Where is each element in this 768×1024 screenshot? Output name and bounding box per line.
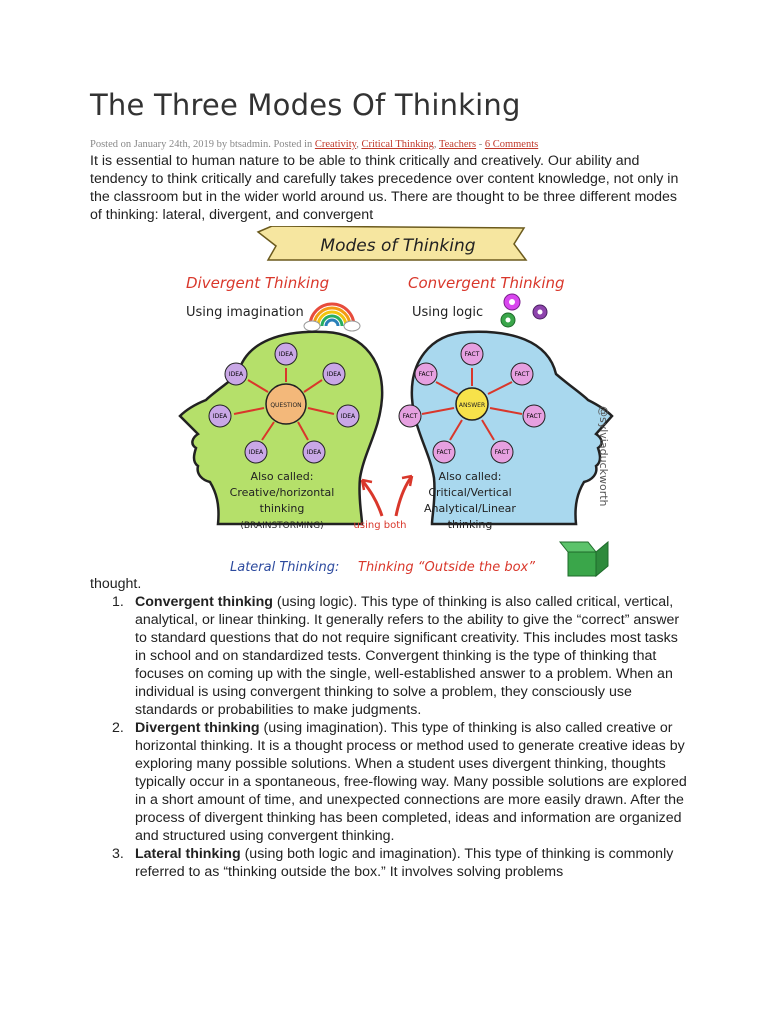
banner-title: Modes of Thinking: [320, 236, 475, 256]
svg-text:FACT: FACT: [403, 413, 418, 420]
illustration-credit: @sylviaduckworth: [597, 406, 610, 507]
svg-text:IDEA: IDEA: [279, 351, 294, 358]
svg-text:IDEA: IDEA: [229, 371, 244, 378]
modes-of-thinking-illustration: Modes of Thinking Divergent Thinking Usi…: [178, 226, 614, 578]
category-link-critical-thinking[interactable]: Critical Thinking: [361, 139, 434, 150]
divergent-subtitle: Using imagination: [186, 305, 304, 320]
list-item-text: (using imagination). This type of thinki…: [135, 720, 687, 844]
svg-text:Also called:: Also called:: [439, 470, 502, 483]
svg-text:IDEA: IDEA: [327, 371, 342, 378]
divergent-title: Divergent Thinking: [186, 274, 329, 292]
list-item: 2. Divergent thinking (using imagination…: [112, 720, 687, 844]
svg-text:FACT: FACT: [465, 351, 480, 358]
intro-trailing: thought.: [90, 576, 142, 592]
idea-bubbles: QUESTION IDEA IDEA IDEA IDEA IDEA IDEA I…: [208, 342, 360, 464]
svg-text:FACT: FACT: [419, 371, 434, 378]
category-link-creativity[interactable]: Creativity: [314, 139, 357, 150]
svg-text:IDEA: IDEA: [249, 449, 264, 456]
meta-separator: -: [478, 139, 483, 150]
svg-text:Creative/horizontal: Creative/horizontal: [230, 486, 335, 499]
fact-bubbles: ANSWER FACT FACT FACT FACT FACT FACT FAC…: [398, 342, 546, 464]
svg-text:thinking: thinking: [260, 502, 305, 515]
svg-text:IDEA: IDEA: [307, 449, 322, 456]
category-link-teachers[interactable]: Teachers: [438, 139, 477, 150]
svg-text:FACT: FACT: [515, 371, 530, 378]
using-both-label: using both: [354, 520, 407, 531]
lateral-label: Lateral Thinking:: [230, 560, 339, 575]
lateral-description: Thinking “Outside the box”: [358, 560, 535, 575]
answer-bubble-label: ANSWER: [459, 402, 485, 409]
question-bubble-label: QUESTION: [270, 402, 301, 409]
post-meta: Posted on January 24th, 2019 by btsadmin…: [90, 139, 539, 150]
svg-text:thinking: thinking: [448, 518, 493, 531]
svg-text:(BRAINSTORMING): (BRAINSTORMING): [240, 521, 323, 531]
convergent-subtitle: Using logic: [412, 305, 483, 320]
article-title: The Three Modes Of Thinking: [90, 88, 521, 122]
modes-list: 1. Convergent thinking (using logic). Th…: [90, 593, 690, 881]
list-item-text: (using both logic and imagination). This…: [135, 846, 674, 880]
svg-text:FACT: FACT: [437, 449, 452, 456]
svg-text:IDEA: IDEA: [213, 413, 228, 420]
list-item-term: Lateral thinking: [135, 846, 241, 862]
svg-text:Analytical/Linear: Analytical/Linear: [424, 502, 516, 515]
list-item-term: Convergent thinking: [135, 594, 273, 610]
list-item: 1. Convergent thinking (using logic). Th…: [112, 594, 680, 718]
svg-text:Also called:: Also called:: [251, 470, 314, 483]
list-item: 3. Lateral thinking (using both logic an…: [112, 846, 674, 880]
svg-text:FACT: FACT: [527, 413, 542, 420]
using-both-arrows: [360, 474, 414, 517]
svg-text:FACT: FACT: [495, 449, 510, 456]
gears-icon: [500, 293, 548, 328]
intro-paragraph: It is essential to human nature to be ab…: [90, 153, 679, 223]
convergent-head: [410, 330, 614, 526]
list-item-term: Divergent thinking: [135, 720, 260, 736]
svg-text:IDEA: IDEA: [341, 413, 356, 420]
convergent-title: Convergent Thinking: [408, 274, 565, 292]
post-date-author: Posted on January 24th, 2019 by btsadmin…: [90, 139, 313, 150]
svg-text:Critical/Vertical: Critical/Vertical: [428, 486, 511, 499]
comments-link[interactable]: 6 Comments: [484, 139, 539, 150]
banner: Modes of Thinking: [256, 226, 528, 261]
list-item-text: (using logic). This type of thinking is …: [135, 594, 680, 718]
rainbow-icon: [303, 302, 361, 332]
open-box-icon: [558, 540, 609, 578]
